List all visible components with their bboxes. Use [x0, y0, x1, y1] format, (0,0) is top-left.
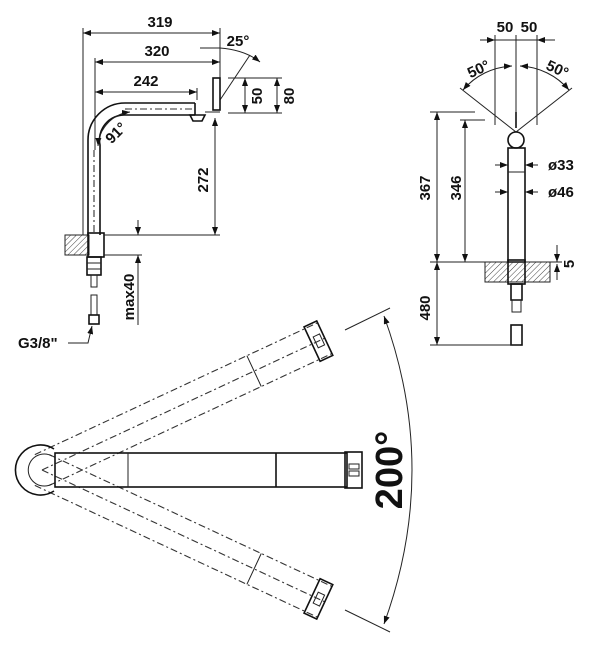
- side-view: 319 320 242 25° 91° 50 80 272: [18, 14, 298, 352]
- dim-272-label: 272: [195, 167, 212, 192]
- countertop-section: [64, 234, 90, 256]
- spout-position-left: [34, 319, 334, 486]
- thread-size-label: G3/8": [18, 335, 58, 352]
- dim-242-label: 242: [133, 73, 158, 90]
- dim-480-label: 480: [417, 295, 434, 320]
- swivel-arc: [383, 315, 413, 625]
- spout-position-right: [34, 454, 334, 621]
- dim-right-50-label: 50: [521, 19, 538, 36]
- diameter-46-label: ø46: [548, 184, 574, 201]
- handle-lever: [212, 77, 221, 111]
- dim-left-50-label: 50: [497, 19, 514, 36]
- dim-367-label: 367: [417, 175, 434, 200]
- spout-body: [87, 102, 195, 235]
- angle-left-50-label: 50°: [465, 57, 493, 82]
- dim-max40-label: max40: [121, 274, 138, 321]
- dim-346-label: 346: [448, 175, 465, 200]
- dim-5-label: 5: [561, 260, 578, 268]
- countertop-section-front: [484, 261, 551, 283]
- dim-319-label: 319: [147, 14, 172, 31]
- mixer-head: [507, 131, 525, 149]
- supply-hose: [90, 294, 98, 316]
- spout-center-position: [54, 452, 348, 488]
- spray-head: [344, 451, 363, 489]
- dim-320-label: 320: [144, 43, 169, 60]
- aerator: [188, 114, 207, 122]
- dim-50-label: 50: [249, 88, 266, 105]
- faucet-column: [507, 147, 526, 263]
- top-view: 200°: [14, 307, 413, 633]
- base-ring: [14, 444, 55, 496]
- front-view: 50 50 50° 50° 367 346 ø33 ø46 5: [417, 19, 578, 346]
- diameter-33-label: ø33: [548, 157, 574, 174]
- angle-25-label: 25°: [227, 33, 250, 50]
- angle-right-50-label: 50°: [543, 57, 571, 82]
- dim-80-label: 80: [281, 88, 298, 105]
- swivel-angle-label: 200°: [369, 431, 411, 510]
- threaded-connector: [86, 256, 102, 276]
